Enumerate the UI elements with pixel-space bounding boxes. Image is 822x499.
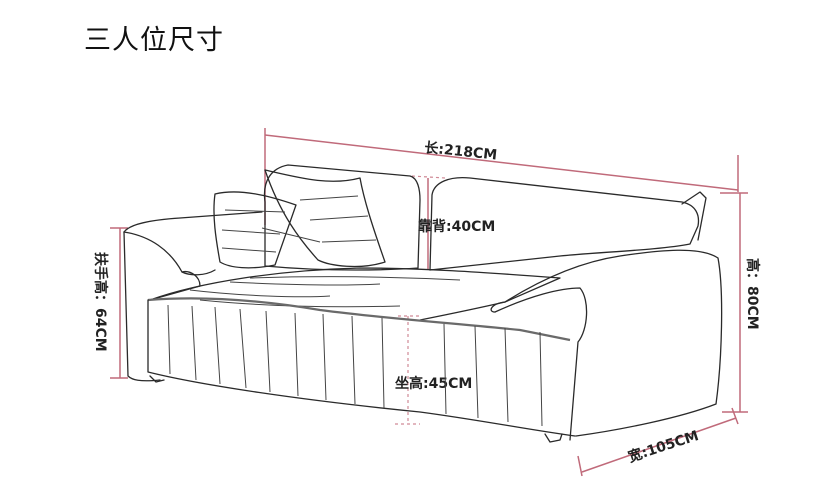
width-label: 宽:105CM [626,427,701,466]
armrest-height-label: 扶手高：64CM [92,252,109,352]
length-dimension: 长:218CM [264,128,739,225]
backrest-label: 靠背:40CM [418,218,495,235]
sofa-illustration [123,164,723,443]
width-dimension: 宽:105CM [577,407,739,477]
page-title: 三人位尺寸 [84,25,224,56]
height-dimension: 高：80CM [720,192,761,413]
seat-height-dimension: 坐高:45CM [395,315,472,425]
height-label: 高：80CM [744,258,761,330]
armrest-height-dimension: 扶手高：64CM [92,227,128,379]
length-label: 长:218CM [424,139,498,164]
backrest-dimension: 靠背:40CM [411,175,495,270]
seat-height-label: 坐高:45CM [395,375,472,392]
